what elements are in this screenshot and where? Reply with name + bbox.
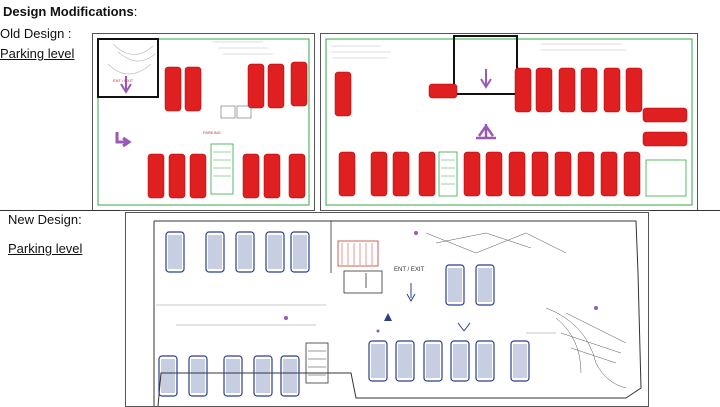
page-title-text: Design Modifications [3,4,134,19]
old-design-sublabel: Parking level [0,46,75,61]
old-plan-right-drawing [325,35,693,206]
new-design-sublabel: Parking level [8,241,83,256]
arrow-up-icon [384,313,392,321]
old-plan-left-drawing: ENT / EXIT PARKING [97,38,310,206]
section-divider [650,210,720,211]
new-plan-drawing: ENT / EXIT [153,220,642,406]
page-title-colon: : [133,4,138,19]
arrow-icon [457,322,471,332]
old-plan-right [320,33,698,211]
section-divider [0,210,120,211]
new-plan: ENT / EXIT [125,212,649,407]
new-cars-bottom [158,340,530,397]
old-cars-bottom [147,153,306,199]
old-cars-top [164,61,308,112]
highlight-box [453,35,518,95]
entry-exit-label: ENT / EXIT [394,267,425,273]
page-title: Design Modifications: [3,4,137,19]
highlight-box [97,38,159,98]
arrow-split-icon [476,123,496,140]
new-design-label: New Design: [8,212,82,227]
new-cars-top [165,231,495,306]
arrow-down-icon [406,283,416,303]
old-design-label: Old Design : [0,26,72,41]
svg-text:PARKING: PARKING [203,130,221,135]
old-plan-left: ENT / EXIT PARKING [92,33,315,211]
arrow-down-icon [480,69,492,89]
arrow-turn-icon [115,132,132,148]
svg-text:ENT / EXIT: ENT / EXIT [113,78,134,83]
arrow-down-icon [120,76,132,94]
